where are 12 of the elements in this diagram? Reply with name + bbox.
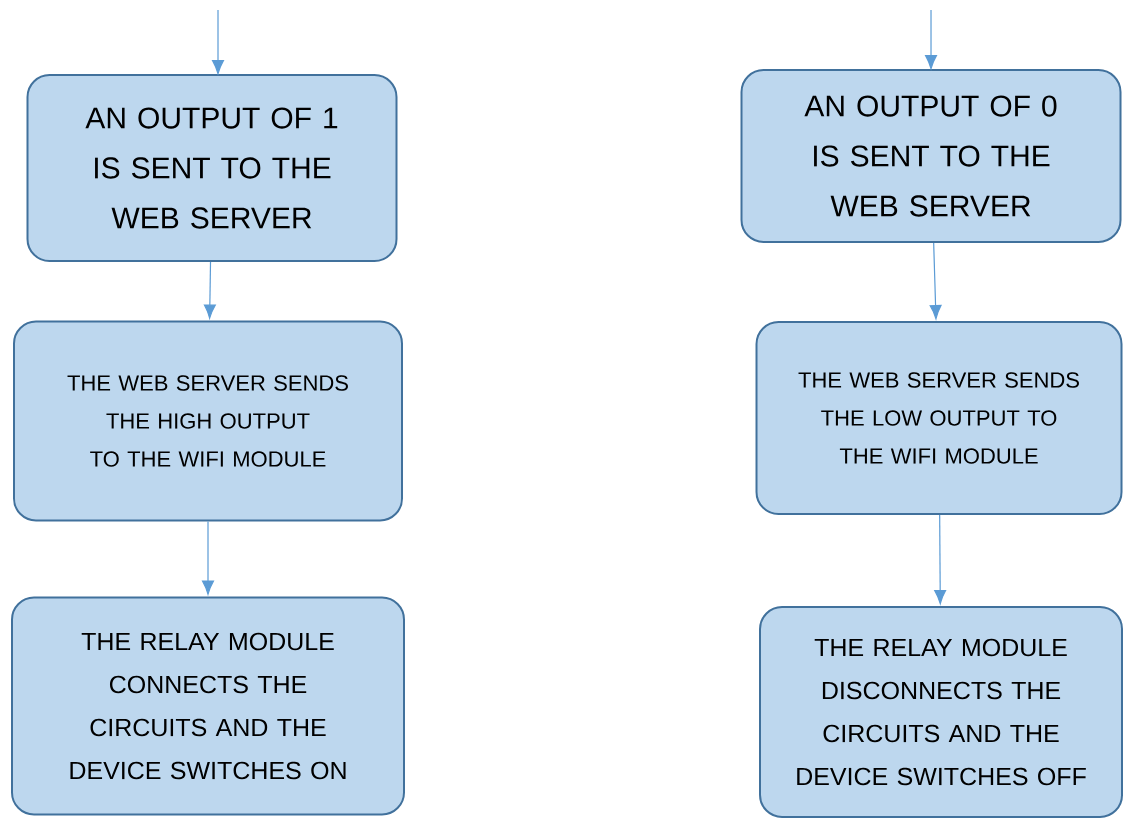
arrow [212,9,224,75]
process-box: THE RELAY MODULE CONNECTS THE CIRCUITS AND THE DEVICE SWITCHES ON [11,596,405,816]
arrow [203,261,216,319]
process-box: THE WEB SERVER SENDS THE LOW OUTPUT TO THE WIFI MODULE [755,321,1123,515]
arrow [934,514,947,605]
process-box: THE RELAY MODULE DISCONNECTS THE CIRCUITS AND THE DEVICE SWITCHES OFF [759,606,1123,818]
arrow [202,520,214,595]
process-box: THE WEB SERVER SENDS THE HIGH OUTPUT TO THE WIFI MODULE [13,320,403,522]
arrow [925,9,938,70]
process-box: AN OUTPUT OF 0 IS SENT TO THE WEB SERVER [740,69,1122,243]
process-box: AN OUTPUT OF 1 IS SENT TO THE WEB SERVER [26,74,398,262]
arrow [929,242,942,320]
